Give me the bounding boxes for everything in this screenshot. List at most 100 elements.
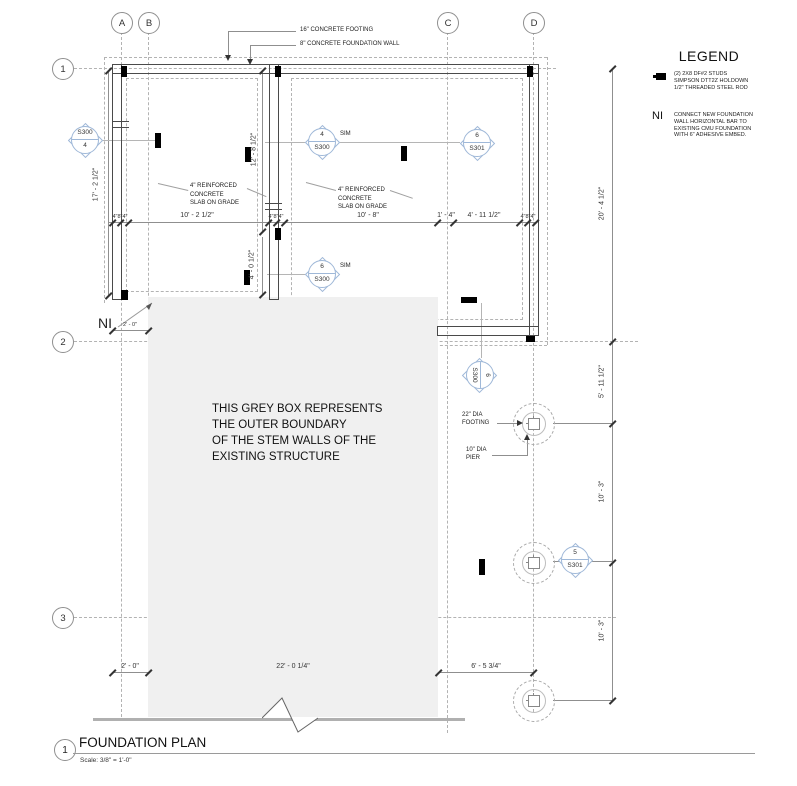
holdown-symbol: [275, 228, 281, 240]
pier-post-square: [528, 557, 540, 569]
dim-label: 4"8"4": [520, 214, 536, 220]
dim-label: 2' - 0": [121, 663, 139, 670]
footing-dashed-top: [104, 57, 547, 58]
note-line: EXISTING STRUCTURE: [212, 451, 340, 463]
dim-tick: [608, 697, 617, 705]
footing-dia-callout: 22" DIA FOOTING: [462, 411, 489, 427]
section-marker-number: 4: [83, 142, 87, 149]
grid-bubble-b: B: [138, 12, 160, 34]
leader-line: [527, 440, 528, 456]
legend-line: EXISTING CMU FOUNDATION: [674, 125, 752, 132]
pier-inner-circle: [522, 551, 546, 575]
legend-title: LEGEND: [678, 48, 740, 64]
holdown-symbol: [275, 66, 281, 77]
section-marker-circle: 6 S301: [463, 129, 491, 157]
dim-label: 6' - 5 3/4": [471, 663, 501, 670]
dim-label: 12' - 8 1/2": [250, 132, 258, 167]
section-marker-sheet: S301: [567, 562, 583, 569]
holdown-symbol: [121, 290, 128, 300]
section-cut-line: [481, 303, 482, 358]
footing-dashed-bay1: [126, 78, 258, 292]
dim-label: 10' - 8": [357, 212, 379, 219]
legend-line: WALL HORIZONTAL BAR TO: [674, 118, 747, 125]
grid-line-1: [74, 68, 556, 69]
leader-line: [228, 31, 229, 57]
slab-callout-line: CONCRETE: [338, 195, 372, 202]
dim-label: 22' - 0 1/4": [276, 663, 310, 670]
dimension-line: [262, 237, 263, 295]
note-line: THE OUTER BOUNDARY: [212, 419, 347, 431]
dim-label: 4' - 11 1/2": [467, 212, 501, 219]
footing-dia-line: FOOTING: [462, 420, 490, 426]
sim-label: SIM: [340, 263, 351, 269]
dim-label: 10' - 3": [598, 619, 606, 642]
grid-bubble-1: 1: [52, 58, 74, 80]
slab-callout-line: CONCRETE: [190, 191, 224, 198]
holdown-symbol: [244, 270, 250, 285]
legend-line: WITH 6" ADHESIVE EMBED.: [674, 132, 747, 139]
dimension-line: [108, 70, 109, 296]
leader-line: [250, 45, 296, 46]
grid-label: D: [530, 17, 538, 29]
pier-extension-line: [553, 700, 612, 701]
dim-label: 10' - 3": [598, 480, 606, 503]
grid-label: 3: [60, 612, 66, 624]
holdown-symbol: [245, 147, 251, 162]
footing-dashed-left: [104, 57, 105, 303]
drawing-title: FOUNDATION PLAN: [79, 735, 207, 750]
grid-line-d: [533, 32, 534, 712]
section-marker-sheet: S300: [314, 276, 330, 283]
dimension-line: [112, 330, 148, 331]
footing-dashed-bottom-right: [430, 345, 547, 346]
leader-arrow: [524, 434, 530, 440]
section-marker-sheet: S300: [314, 144, 330, 151]
foundation-wall-bottom-right: [437, 326, 539, 336]
grid-bubble-2: 2: [52, 331, 74, 353]
foundation-wall-interior: [269, 64, 279, 300]
footing-callout: 16" CONCRETE FOOTING: [300, 27, 374, 33]
leader-arrow: [517, 420, 523, 426]
slab-callout-line: SLAB ON GRADE: [338, 204, 388, 210]
dim-label: 4' - 0 1/2": [248, 249, 256, 280]
section-marker-6-s300-rotated: 6 S300: [461, 357, 498, 394]
leader-arrow: [225, 55, 231, 61]
wall-joint-notch: [265, 203, 282, 210]
section-marker-sheet: S301: [469, 145, 485, 152]
footing-dashed-right: [547, 57, 548, 345]
pier-inner-circle: [522, 689, 546, 713]
section-marker-circle: 6 S300: [466, 361, 494, 389]
section-marker-6-s301: 6 S301: [459, 125, 496, 162]
slab-callout-line: 4" REINFORCED: [190, 183, 237, 189]
pier-extension-line: [553, 423, 612, 424]
existing-structure-edge-line: [93, 718, 465, 721]
section-marker-number: 6: [480, 362, 493, 388]
grid-label: A: [118, 17, 126, 29]
section-marker-sheet: S300: [72, 127, 98, 140]
section-marker-number: 4: [309, 129, 335, 142]
legend-holdown-text: (2) 2X8 DF#2 STUDS SIMPSON DTT2Z HOLDOWN…: [674, 71, 748, 91]
holdown-symbol: [527, 66, 533, 77]
footing-dia-line: 22" DIA: [462, 412, 483, 418]
pier-symbol: [513, 680, 555, 722]
section-marker-4-s300: 4 S300: [304, 124, 341, 161]
dimension-line: [108, 222, 537, 223]
break-line: [262, 697, 318, 733]
section-marker-number: 6: [309, 261, 335, 274]
legend-line: SIMPSON DTT2Z HOLDOWN: [674, 77, 749, 84]
dim-label: 5' - 11 1/2": [598, 365, 606, 398]
note-line: THIS GREY BOX REPRESENTS: [212, 403, 383, 415]
dim-label: 20' - 4 1/2": [598, 186, 606, 221]
grid-line-c: [447, 32, 448, 733]
pier-post-square: [528, 418, 540, 430]
dim-label: 10' - 2 1/2": [180, 212, 214, 219]
holdown-symbol: [401, 146, 407, 161]
ni-leader-arrow: [117, 302, 153, 328]
legend-ni-text: CONNECT NEW FOUNDATION WALL HORIZONTAL B…: [674, 112, 753, 139]
detail-number-bubble: 1: [54, 739, 76, 761]
foundation-wall-right: [529, 64, 539, 336]
section-marker-number: 6: [464, 130, 490, 143]
ni-callout: NI: [98, 315, 112, 331]
foundation-wall-left: [112, 64, 122, 300]
grey-box-note: THIS GREY BOX REPRESENTS THE OUTER BOUND…: [212, 401, 382, 465]
